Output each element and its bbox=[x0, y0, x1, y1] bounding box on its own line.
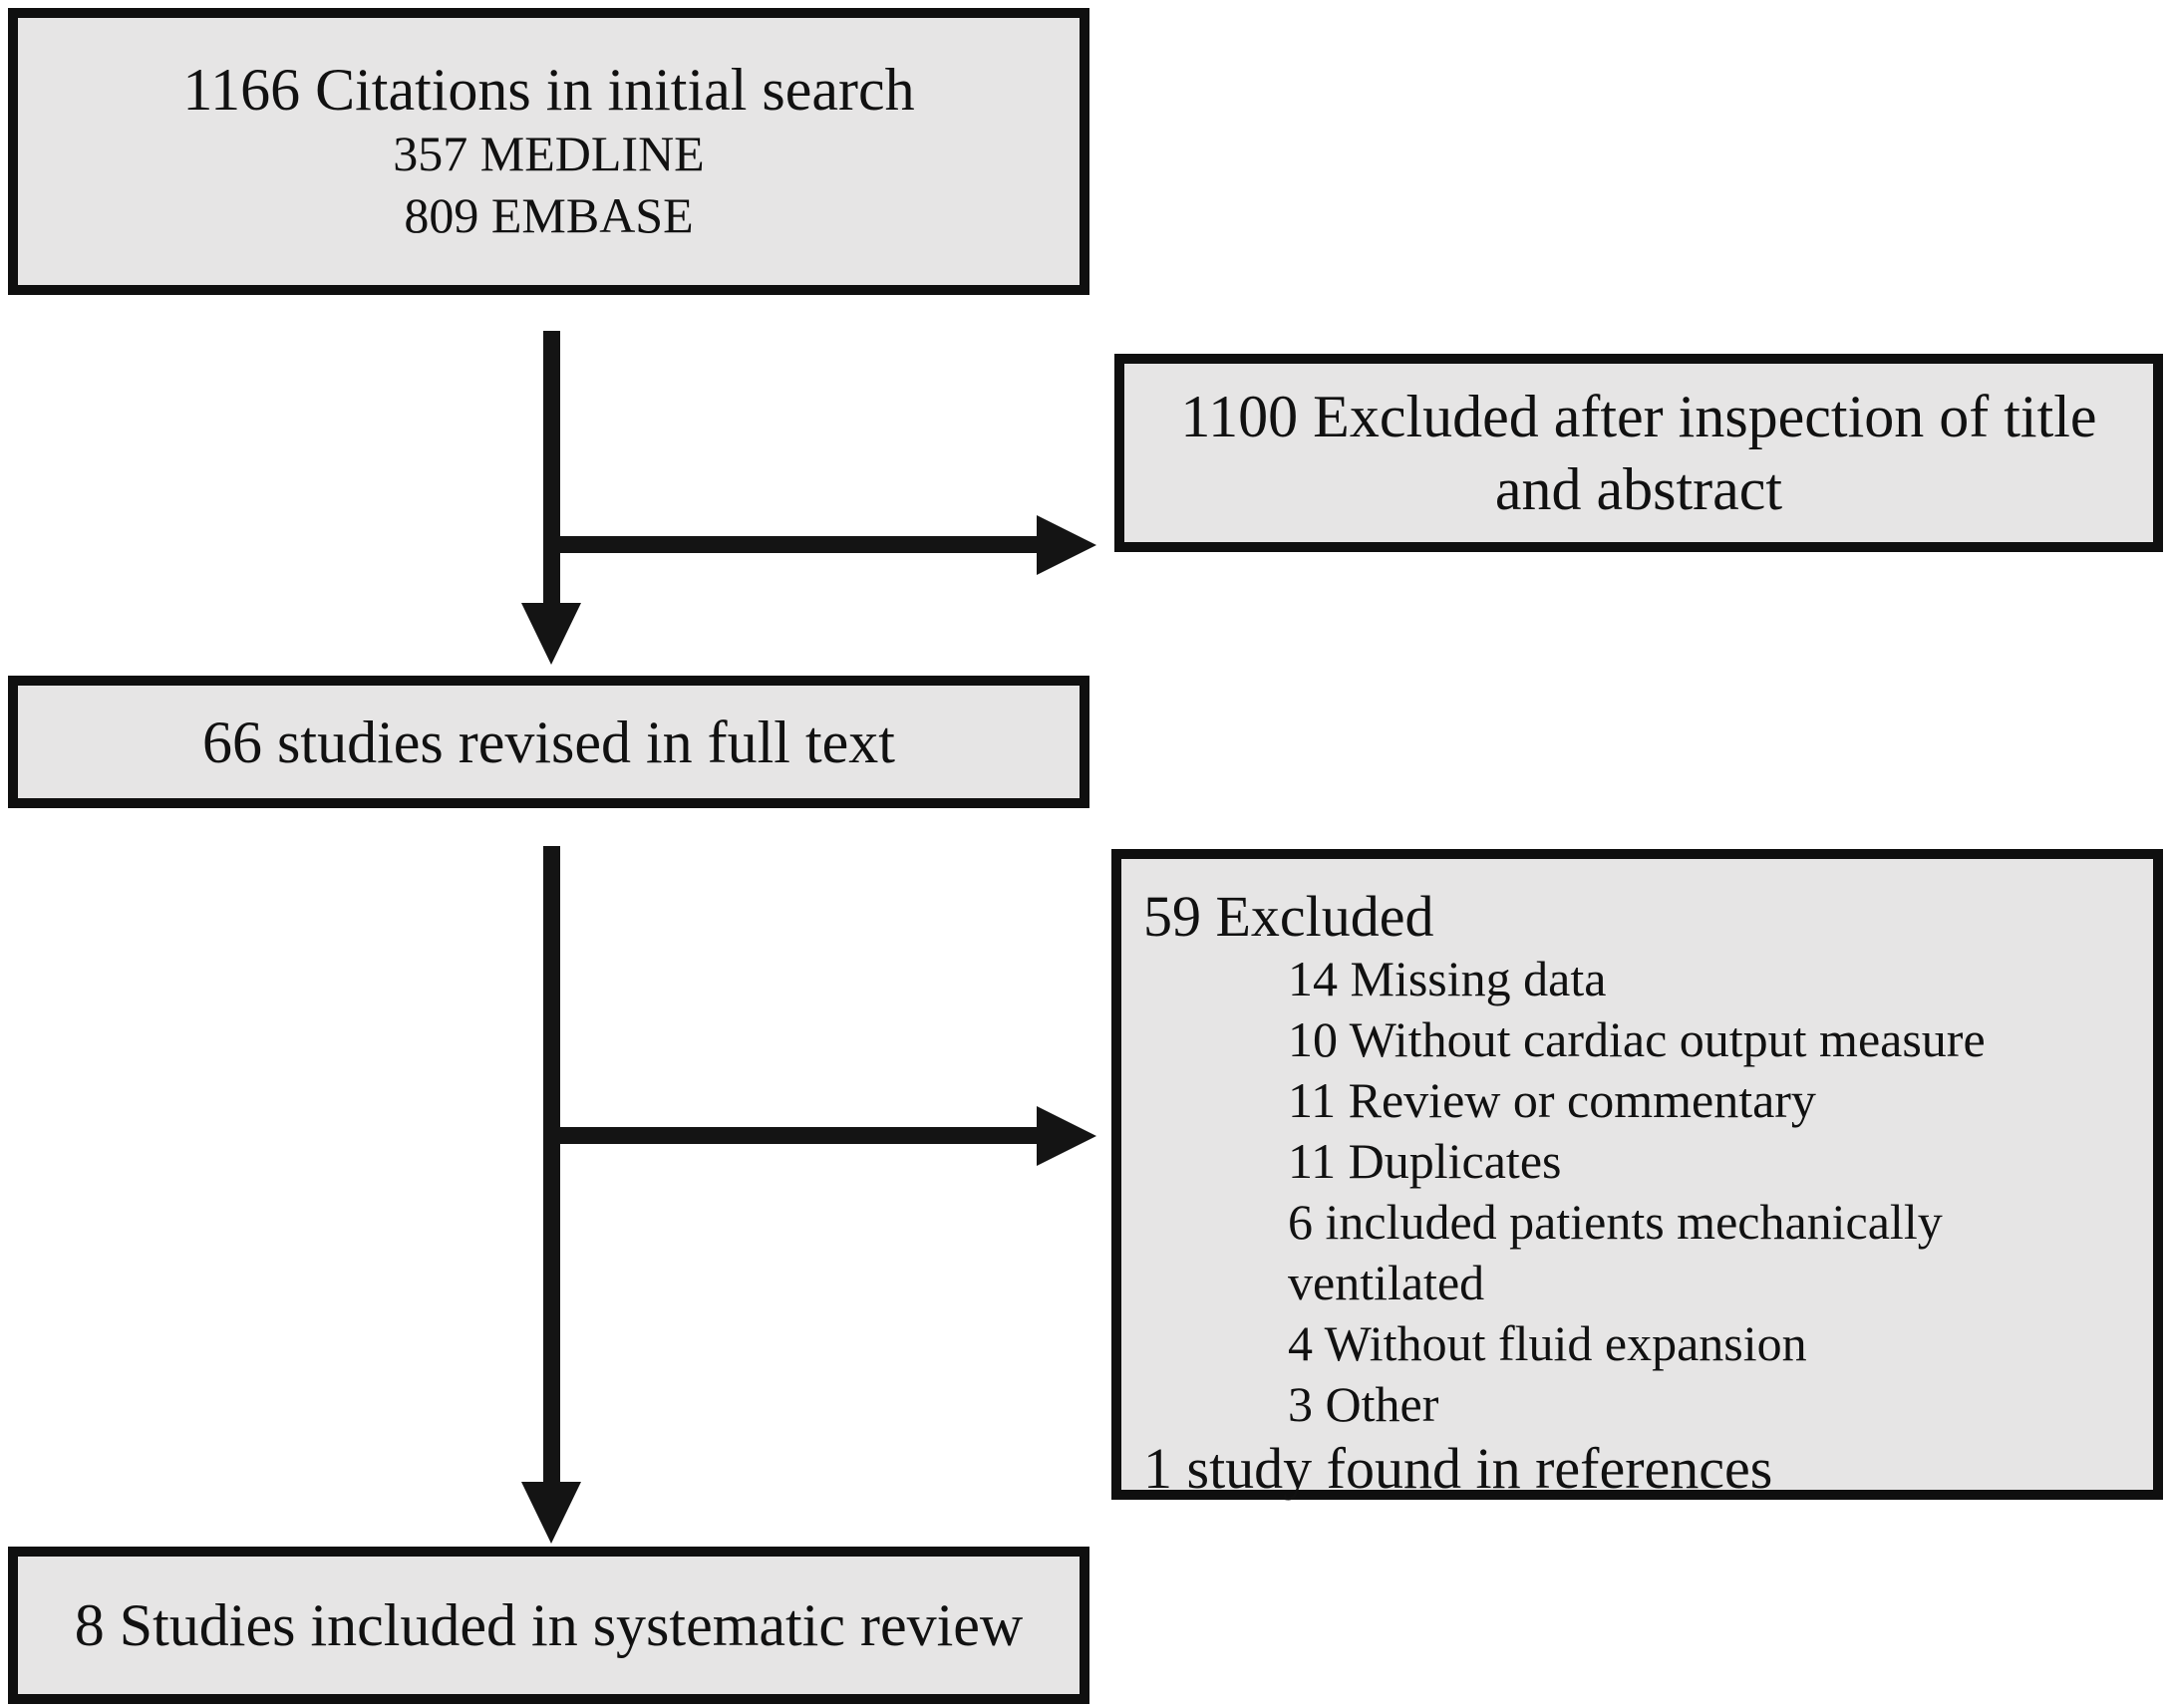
exclusion-reason: 11 Review or commentary bbox=[1288, 1072, 1816, 1128]
exclusion-reason: 3 Other bbox=[1288, 1376, 1439, 1432]
arrow-fulltext-to-included-line bbox=[543, 846, 560, 1482]
full-text-review-box: 66 studies revised in full text bbox=[8, 676, 1089, 808]
included-studies-box: 8 Studies included in systematic review bbox=[8, 1547, 1089, 1704]
exclusion-reason: 10 Without cardiac output measure bbox=[1288, 1011, 1986, 1067]
initial-search-source-embase: 809 EMBASE bbox=[404, 187, 694, 243]
excluded-title-abstract-box: 1100 Excluded after inspection of title … bbox=[1114, 354, 2163, 552]
arrow-initial-to-fulltext-head-icon bbox=[521, 603, 581, 665]
excluded-full-text-box: 59 Excluded 14 Missing data 10 Without c… bbox=[1111, 849, 2163, 1501]
initial-search-box: 1166 Citations in initial search 357 MED… bbox=[8, 8, 1089, 295]
exclusion-reason: 14 Missing data bbox=[1288, 951, 1607, 1006]
included-studies-text: 8 Studies included in systematic review bbox=[74, 1592, 1024, 1658]
arrow-to-excluded-title-head-icon bbox=[1037, 515, 1096, 575]
arrow-to-excluded-fulltext-line bbox=[551, 1127, 1037, 1144]
arrow-to-excluded-fulltext-head-icon bbox=[1037, 1106, 1096, 1166]
excluded-full-text-title: 59 Excluded bbox=[1143, 884, 1434, 949]
excluded-title-abstract-text: 1100 Excluded after inspection of title … bbox=[1180, 383, 2097, 522]
initial-search-source-medline: 357 MEDLINE bbox=[393, 126, 705, 181]
full-text-review-text: 66 studies revised in full text bbox=[202, 709, 895, 775]
initial-search-title: 1166 Citations in initial search bbox=[182, 57, 915, 123]
references-note: 1 study found in references bbox=[1143, 1436, 1773, 1501]
arrow-initial-to-fulltext-line bbox=[543, 331, 560, 605]
exclusion-reason: 6 included patients mechanically ventila… bbox=[1288, 1194, 1943, 1310]
arrow-to-excluded-title-line bbox=[551, 536, 1037, 553]
arrow-fulltext-to-included-head-icon bbox=[521, 1482, 581, 1544]
exclusion-reason: 11 Duplicates bbox=[1288, 1133, 1562, 1189]
exclusion-reason: 4 Without fluid expansion bbox=[1288, 1315, 1807, 1371]
